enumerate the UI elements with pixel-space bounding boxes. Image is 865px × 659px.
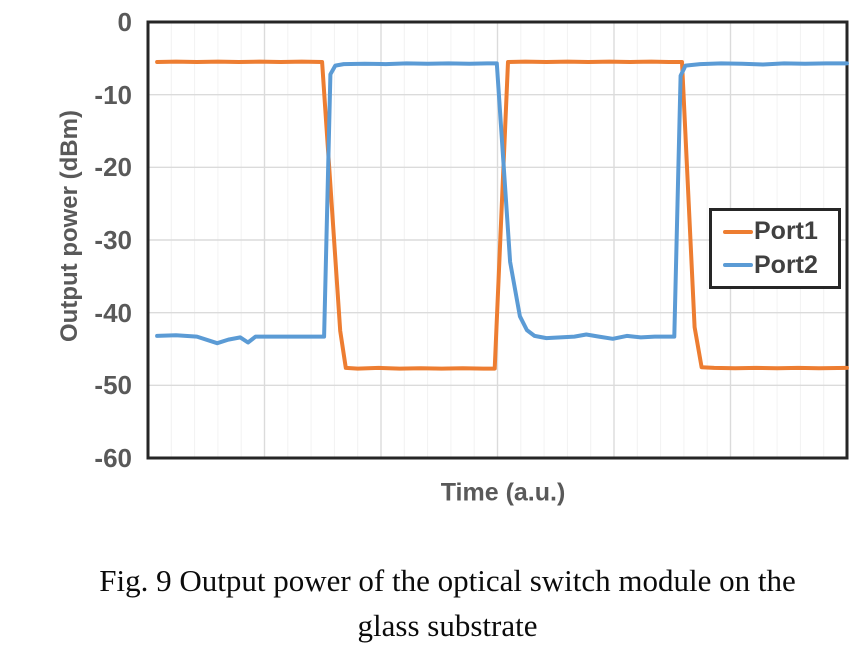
legend-item-port2: Port2 <box>712 250 838 279</box>
port2-line-swatch <box>723 263 753 268</box>
port1-line <box>155 59 849 371</box>
legend: Port1 Port2 <box>709 208 841 289</box>
y-tick-label: -20 <box>94 152 132 183</box>
port2-line <box>155 61 849 346</box>
chart-area: 0 -10 -20 -30 -40 -50 -60 Output power (dBm) T… <box>56 7 849 507</box>
legend-label-port2: Port2 <box>754 250 818 279</box>
legend-label-port1: Port1 <box>754 217 818 246</box>
y-tick-label: -30 <box>94 225 132 255</box>
figure-caption: Fig. 9 Output power of the optical switc… <box>30 558 865 648</box>
y-axis-title: Output power (dBm) <box>56 110 83 342</box>
y-tick-label: -10 <box>94 79 132 110</box>
legend-item-port1: Port1 <box>712 219 838 244</box>
y-tick-label: 0 <box>117 7 132 37</box>
y-tick-label: -40 <box>94 297 132 328</box>
caption-line-2: glass substrate <box>357 608 538 643</box>
y-tick-label: -60 <box>94 443 132 473</box>
y-tick-label: -50 <box>94 370 132 401</box>
caption-line-1: Fig. 9 Output power of the optical switc… <box>99 563 796 598</box>
x-axis-title: Time (a.u.) <box>440 478 566 507</box>
port1-line-swatch <box>723 229 753 234</box>
plot-border <box>146 20 849 460</box>
